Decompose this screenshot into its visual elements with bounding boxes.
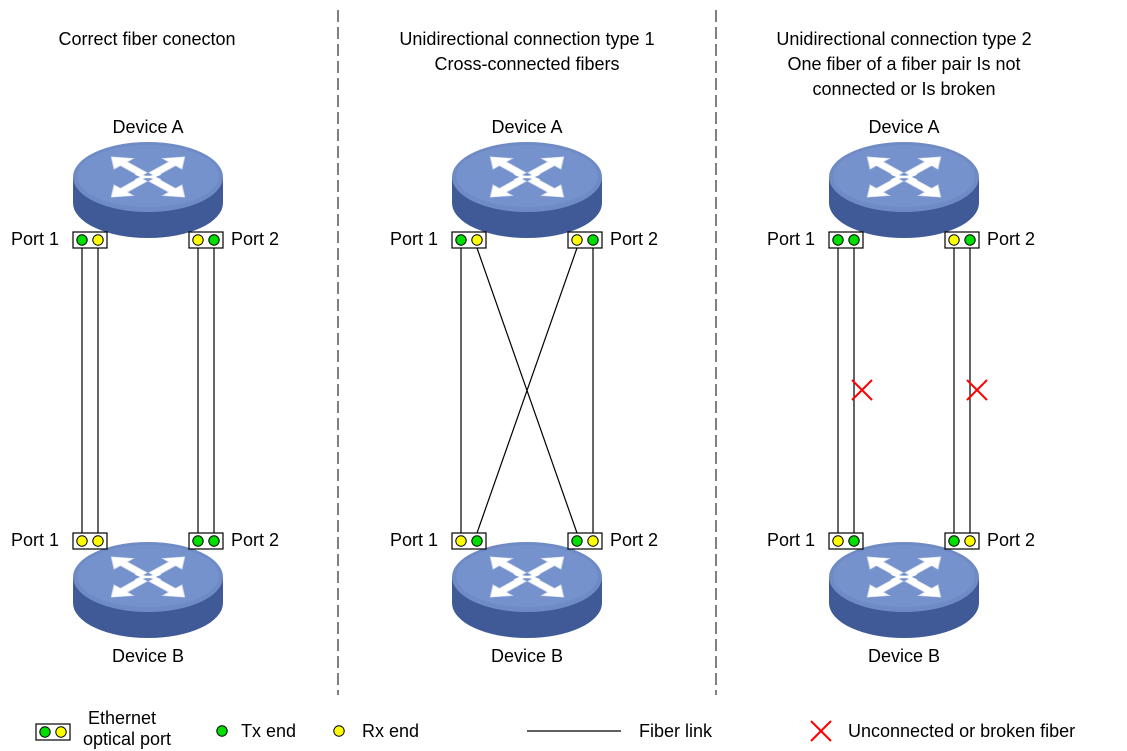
tx-end-dot <box>76 234 88 246</box>
device-b-label: Device B <box>111 646 185 666</box>
optical-port <box>944 532 980 550</box>
device-b-switch-icon <box>452 542 602 638</box>
tx-end-dot <box>587 234 599 246</box>
rx-end-dot <box>92 234 104 246</box>
port-2-label: Port 2 <box>231 229 280 249</box>
switch-icon <box>866 556 942 598</box>
tx-end-dot <box>948 535 960 547</box>
legend-optical-port-label-1: Ethernet <box>88 708 157 728</box>
panel-title-line: Unidirectional connection type 2 <box>776 29 1032 49</box>
panel-title-line: Cross-connected fibers <box>434 54 620 74</box>
tx-end-dot <box>571 535 583 547</box>
legend-tx-dot <box>216 725 228 737</box>
device-a-label: Device A <box>868 117 940 137</box>
tx-end-dot <box>832 234 844 246</box>
port-1-label: Port 1 <box>11 229 60 249</box>
port-2-label: Port 2 <box>231 530 280 550</box>
port-2-label: Port 2 <box>610 229 659 249</box>
device-a-switch-icon <box>829 142 979 238</box>
tx-end-dot <box>455 234 467 246</box>
fiber-links <box>81 248 215 533</box>
switch-icon <box>866 156 942 198</box>
legend-rx-label: Rx end <box>362 721 420 741</box>
rx-end-dot <box>948 234 960 246</box>
device-a-label: Device A <box>491 117 563 137</box>
optical-port <box>72 231 108 249</box>
legend-rx-dot <box>333 725 345 737</box>
rx-end-dot <box>192 234 204 246</box>
switch-icon <box>110 156 186 198</box>
port-2-label: Port 2 <box>987 229 1036 249</box>
rx-end-dot <box>55 726 67 738</box>
panel-title-line: Unidirectional connection type 1 <box>399 29 655 49</box>
legend-fiber-link-label: Fiber link <box>639 721 713 741</box>
x-mark-icon <box>851 379 873 401</box>
tx-end-dot <box>208 535 220 547</box>
legend-tx-label: Tx end <box>241 721 297 741</box>
optical-port <box>828 532 864 550</box>
switch-icon <box>110 556 186 598</box>
switch-icon <box>489 156 565 198</box>
panel-title-line: Correct fiber conecton <box>58 29 236 49</box>
device-b-label: Device B <box>490 646 564 666</box>
fiber-links <box>837 248 971 533</box>
port-2-label: Port 2 <box>987 530 1036 550</box>
device-b-switch-icon <box>829 542 979 638</box>
tx-end-dot <box>471 535 483 547</box>
optical-port <box>828 231 864 249</box>
rx-end-dot <box>832 535 844 547</box>
device-b-label: Device B <box>867 646 941 666</box>
port-1-label: Port 1 <box>767 530 816 550</box>
rx-end-dot <box>92 535 104 547</box>
rx-end-dot <box>455 535 467 547</box>
tx-end-dot <box>208 234 220 246</box>
optical-port <box>567 231 603 249</box>
optical-port <box>188 532 224 550</box>
legend-x-mark-icon <box>810 720 832 742</box>
tx-end-dot <box>848 234 860 246</box>
rx-end-dot <box>76 535 88 547</box>
panel-title-line: One fiber of a fiber pair Is not <box>787 54 1021 74</box>
legend-optical-port-label-2: optical port <box>83 729 172 749</box>
tx-end-dot <box>39 726 51 738</box>
device-a-switch-icon <box>73 142 223 238</box>
optical-port <box>451 532 487 550</box>
fiber-links <box>460 247 594 534</box>
rx-end-dot <box>471 234 483 246</box>
device-a-switch-icon <box>452 142 602 238</box>
optical-port <box>567 532 603 550</box>
port-1-label: Port 1 <box>390 229 439 249</box>
panel-title-line: connected or Is broken <box>812 79 996 99</box>
optical-port <box>188 231 224 249</box>
device-b-switch-icon <box>73 542 223 638</box>
rx-end-dot <box>571 234 583 246</box>
tx-end-dot <box>964 234 976 246</box>
tx-end-dot <box>192 535 204 547</box>
port-1-label: Port 1 <box>11 530 60 550</box>
legend-optical-port-icon <box>35 723 71 741</box>
optical-port <box>72 532 108 550</box>
x-mark-icon <box>966 379 988 401</box>
rx-end-dot <box>587 535 599 547</box>
port-1-label: Port 1 <box>390 530 439 550</box>
device-a-label: Device A <box>112 117 184 137</box>
switch-icon <box>489 556 565 598</box>
port-1-label: Port 1 <box>767 229 816 249</box>
optical-port <box>451 231 487 249</box>
optical-port <box>944 231 980 249</box>
legend-broken-fiber-label: Unconnected or broken fiber <box>848 721 1076 741</box>
port-2-label: Port 2 <box>610 530 659 550</box>
rx-end-dot <box>964 535 976 547</box>
tx-end-dot <box>848 535 860 547</box>
fiber-link <box>476 247 578 534</box>
